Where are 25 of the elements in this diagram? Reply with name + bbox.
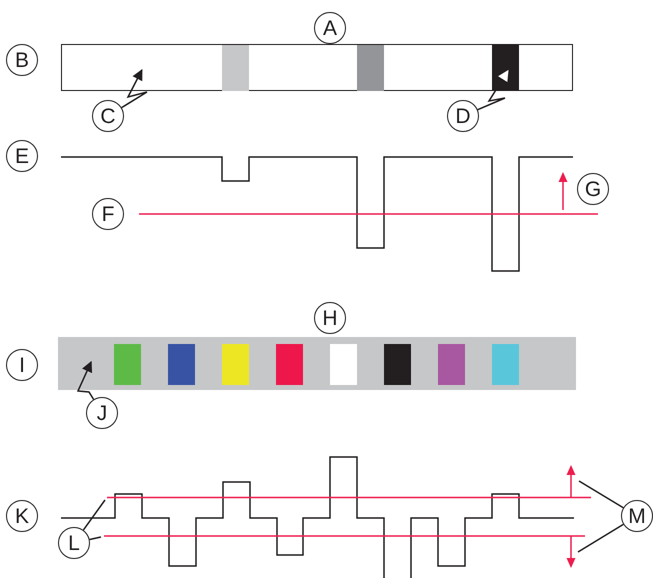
leader-line [578, 524, 624, 553]
callout-letter: L [58, 527, 90, 559]
leader-line [578, 480, 624, 508]
callout-letter: F [92, 198, 124, 230]
leader-line [82, 500, 106, 530]
callout-letter: M [621, 500, 653, 532]
band [222, 45, 248, 90]
callout-letter: I [6, 349, 38, 381]
color-strip [58, 337, 576, 390]
callout-letter: E [6, 140, 38, 172]
band [356, 45, 384, 90]
callout-letter: A [314, 12, 346, 44]
arrow [76, 360, 94, 400]
band [492, 45, 518, 90]
callout-letter: H [314, 302, 346, 334]
arrow [477, 70, 509, 110]
callout-letter: G [577, 173, 609, 205]
callout-letter: D [447, 100, 479, 132]
leader-line [89, 536, 102, 540]
arrow [121, 69, 148, 108]
callout-letter: K [6, 500, 38, 532]
callout-letter: J [86, 397, 118, 429]
callout-letter: B [6, 44, 38, 76]
callout-letter: C [92, 100, 124, 132]
test-strip [61, 44, 573, 91]
